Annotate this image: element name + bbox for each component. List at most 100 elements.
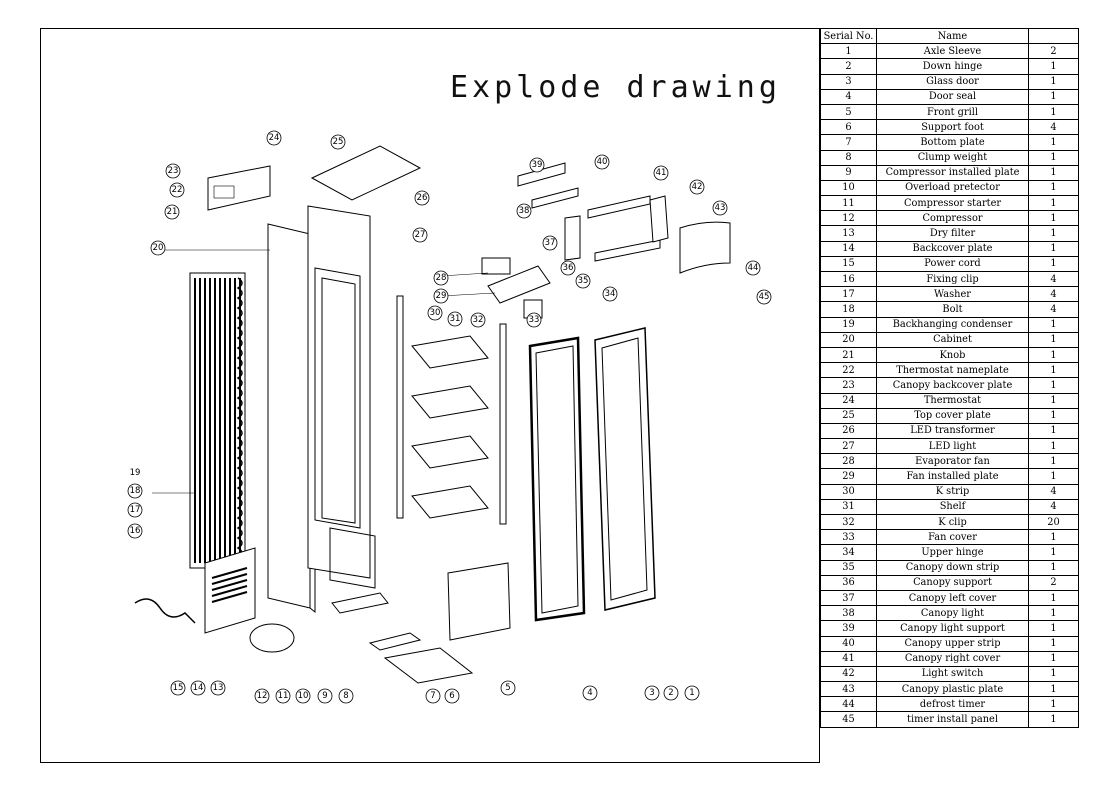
canopy-right-cover: [649, 195, 669, 243]
front-grill-part: [447, 562, 511, 641]
name-cell: Fixing clip: [876, 270, 1029, 288]
qty-cell: 1: [1028, 103, 1079, 121]
serial-cell: 12: [820, 210, 877, 227]
name-cell: Door seal: [876, 88, 1029, 105]
name-cell: Thermostat nameplate: [876, 362, 1029, 379]
name-cell: Fan cover: [876, 529, 1029, 546]
top-cover-part: [310, 145, 422, 201]
svg-text:44: 44: [748, 263, 759, 273]
qty-cell: 1: [1028, 210, 1079, 227]
serial-cell: 19: [820, 316, 877, 333]
k-strip-left: [396, 295, 404, 519]
backcover-part: [204, 547, 256, 634]
page-title: Explode drawing: [450, 70, 781, 105]
svg-text:7: 7: [430, 691, 435, 701]
drawing-frame: [40, 28, 820, 763]
serial-cell: 40: [820, 635, 877, 652]
qty-cell: 1: [1028, 73, 1079, 90]
serial-cell: 43: [820, 681, 877, 698]
name-cell: timer install panel: [876, 711, 1029, 728]
name-cell: defrost timer: [876, 696, 1029, 713]
svg-text:5: 5: [505, 683, 510, 693]
name-cell: Bolt: [876, 301, 1029, 318]
svg-text:32: 32: [473, 315, 484, 325]
svg-text:1: 1: [689, 688, 694, 698]
serial-cell: 7: [820, 134, 877, 151]
serial-cell: 39: [820, 620, 877, 637]
serial-cell: 42: [820, 665, 877, 683]
svg-text:37: 37: [545, 238, 556, 248]
compressor-plate-part: [331, 592, 389, 614]
svg-text:27: 27: [415, 230, 426, 240]
serial-cell: 26: [820, 422, 877, 440]
svg-text:31: 31: [450, 314, 461, 324]
qty-cell: 1: [1028, 665, 1079, 683]
svg-text:29: 29: [436, 291, 447, 301]
name-cell: Canopy upper strip: [876, 635, 1029, 652]
serial-cell: 6: [820, 119, 877, 136]
svg-text:12: 12: [257, 691, 268, 701]
qty-cell: 1: [1028, 696, 1079, 713]
canopy-upper-strip: [587, 195, 651, 219]
serial-cell: 2: [820, 58, 877, 75]
name-cell: Shelf: [876, 498, 1029, 516]
qty-cell: 4: [1028, 286, 1079, 303]
canopy-plastic-plate: [679, 221, 731, 274]
name-cell: Light switch: [876, 665, 1029, 683]
name-cell: K clip: [876, 513, 1029, 531]
svg-text:13: 13: [213, 683, 224, 693]
serial-cell: 31: [820, 498, 877, 516]
serial-cell: 3: [820, 73, 877, 90]
name-cell: Canopy down strip: [876, 559, 1029, 576]
serial-cell: 5: [820, 103, 877, 121]
qty-cell: 1: [1028, 589, 1079, 607]
svg-text:38: 38: [519, 206, 530, 216]
serial-cell: 9: [820, 164, 877, 181]
clump-weight-part: [368, 632, 422, 651]
svg-text:34: 34: [605, 289, 616, 299]
svg-text:35: 35: [578, 276, 589, 286]
power-cord-part: [134, 598, 196, 624]
svg-text:15: 15: [173, 683, 184, 693]
svg-text:39: 39: [532, 160, 543, 170]
qty-cell: 1: [1028, 468, 1079, 485]
svg-text:24: 24: [269, 133, 280, 143]
name-cell: Upper hinge: [876, 544, 1029, 561]
qty-cell: 1: [1028, 422, 1079, 440]
serial-cell: 44: [820, 696, 877, 713]
name-cell: Backcover plate: [876, 240, 1029, 257]
name-cell: Canopy right cover: [876, 650, 1029, 667]
svg-text:25: 25: [333, 137, 344, 147]
qty-cell: 1: [1028, 149, 1079, 166]
canopy-left-cover: [564, 215, 581, 261]
serial-cell: 13: [820, 225, 877, 242]
qty-cell: 1: [1028, 58, 1079, 75]
serial-cell: 22: [820, 362, 877, 379]
serial-cell: 27: [820, 438, 877, 455]
svg-text:30: 30: [430, 308, 441, 318]
svg-text:45: 45: [759, 292, 770, 302]
qty-cell: 4: [1028, 301, 1079, 318]
